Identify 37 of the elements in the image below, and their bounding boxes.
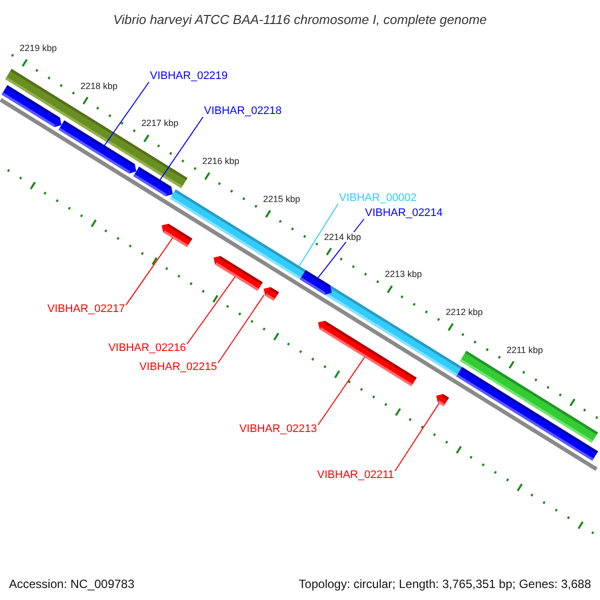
gene-feature-bar (133, 166, 173, 196)
gene-label: VIBHAR_02216 (108, 342, 186, 355)
gene-feature-bar (264, 287, 279, 301)
gene-label: VIBHAR_00002 (339, 192, 417, 205)
leader-line (186, 276, 236, 344)
scale-tick-label: 2216 kbp (202, 156, 240, 166)
leader-line (318, 356, 366, 426)
scale-tick-label: 2219 kbp (20, 42, 57, 53)
scale-tick-label: 2215 kbp (263, 194, 300, 204)
gene-label: VIBHAR_02218 (204, 105, 282, 118)
scale-tick-label: 2214 kbp (324, 232, 362, 242)
accession-text: Accession: NC_009783 (9, 576, 134, 593)
gene-feature-bar (162, 224, 192, 248)
scale-tick-label: 2211 kbp (506, 344, 543, 355)
scale-tick-label: 2212 kbp (446, 307, 483, 317)
gene-feature-bar (318, 320, 417, 386)
gene-label: VIBHAR_02219 (150, 70, 228, 83)
diagram-title: Vibrio harveyi ATCC BAA-1116 chromosome I, complete genome (112, 11, 488, 29)
scale-tick-label: 2218 kbp (80, 80, 118, 91)
gene-feature-bar (58, 120, 136, 174)
leader-line (298, 204, 338, 266)
gene-label: VIBHAR_02217 (47, 303, 125, 316)
genome-summary-text: Topology: circular; Length: 3,765,351 bp; Genes: 3,688 (298, 576, 591, 593)
leader-line (104, 82, 150, 146)
scale-tick-label: 2213 kbp (384, 269, 422, 280)
leader-line (126, 238, 174, 306)
leader-line (218, 294, 265, 364)
gene-label: VIBHAR_02211 (317, 469, 394, 482)
gene-feature-bar (214, 256, 263, 291)
gene-label: VIBHAR_02214 (365, 207, 443, 220)
gene-feature-bar (456, 367, 598, 461)
gene-label: VIBHAR_02213 (239, 423, 317, 436)
leader-line (160, 116, 204, 180)
leader-line (394, 402, 440, 472)
scale-tick-label: 2217 kbp (141, 118, 178, 128)
gene-label: VIBHAR_02215 (139, 361, 217, 374)
gene-feature-bar (436, 394, 449, 406)
